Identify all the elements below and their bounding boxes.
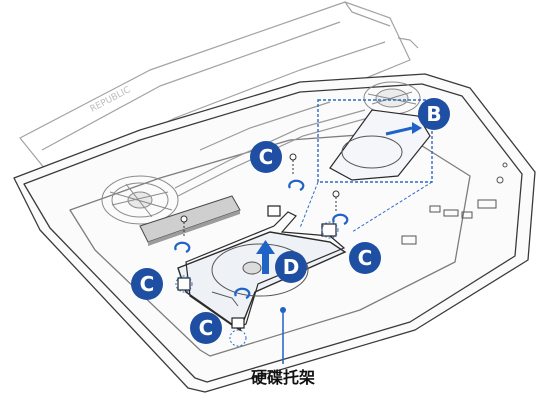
screw-icon: [332, 190, 340, 212]
lift-arrow-icon: [256, 240, 275, 274]
svg-text:C: C: [140, 272, 155, 296]
unscrew-arrow-icon: [234, 287, 251, 300]
svg-text:C: C: [259, 145, 274, 169]
svg-text:B: B: [426, 102, 441, 126]
svg-text:C: C: [199, 316, 214, 340]
unscrew-arrow-icon: [288, 179, 305, 192]
callout-B: B: [418, 98, 450, 130]
ssd-module: [139, 195, 241, 246]
svg-text:C: C: [358, 246, 373, 270]
unscrew-arrow-icon: [174, 241, 191, 254]
cooling-fan-right: [363, 81, 421, 115]
label-leader-line: [280, 307, 286, 364]
hdd-bracket: [175, 205, 347, 347]
callout-C: C: [190, 312, 222, 344]
svg-text:D: D: [283, 255, 300, 279]
callout-D: D: [275, 251, 307, 283]
callout-C: C: [131, 268, 163, 300]
cooling-fan-left: [101, 175, 179, 225]
unscrew-arrow-icon: [332, 213, 349, 226]
hdd-bracket-label: 硬碟托架: [250, 368, 315, 387]
screw-icon: [180, 215, 188, 236]
rotation-arrows: [174, 179, 349, 300]
callout-C: C: [250, 141, 282, 173]
brand-logo-text: REPUBLIC: [89, 85, 133, 115]
screw-icon: [289, 153, 297, 176]
secondary-drive-bay: [299, 99, 433, 233]
io-ports: [401, 162, 508, 245]
callout-C: C: [349, 242, 381, 274]
